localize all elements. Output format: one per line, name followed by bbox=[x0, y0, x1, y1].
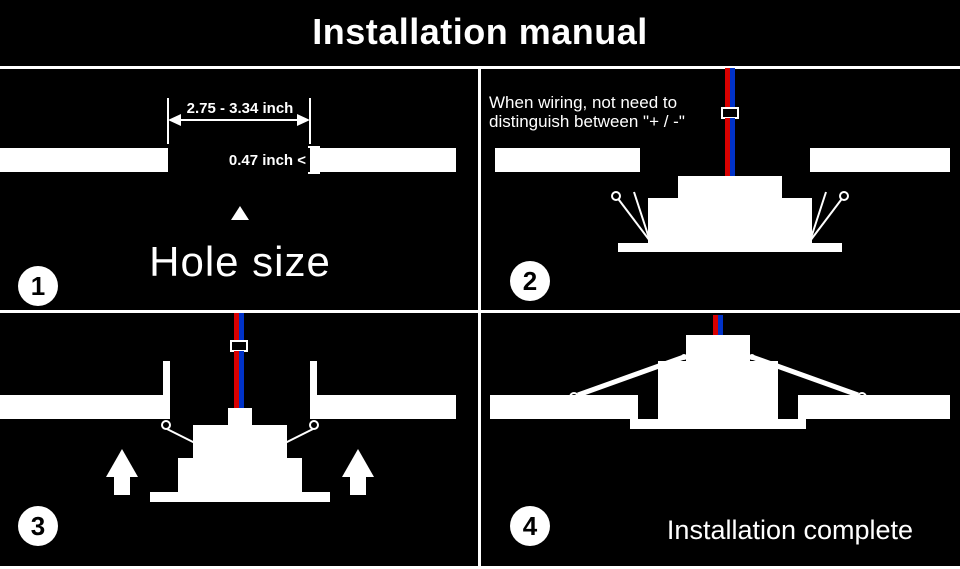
downlight-fixture bbox=[630, 335, 806, 429]
panel4-diagram bbox=[490, 315, 950, 429]
ceiling-left bbox=[490, 395, 638, 419]
ceiling-right bbox=[310, 395, 456, 419]
push-up-arrow-left bbox=[106, 449, 138, 495]
divider-bottom bbox=[0, 566, 960, 569]
ceiling-left bbox=[0, 148, 168, 172]
wire-blue bbox=[730, 68, 735, 108]
spring-clip-left bbox=[611, 191, 651, 242]
step-1-badge: 1 bbox=[18, 266, 58, 306]
wire-connector bbox=[721, 107, 739, 119]
ceiling-left bbox=[0, 395, 168, 419]
panel3-diagram bbox=[0, 313, 456, 502]
wire-connector bbox=[230, 340, 248, 352]
wiring-note: When wiring, not need to distinguish bet… bbox=[489, 93, 685, 131]
hole-width-label: 2.75 - 3.34 inch bbox=[186, 100, 294, 117]
step-2-badge: 2 bbox=[510, 261, 550, 301]
downlight-fixture bbox=[618, 176, 842, 252]
page-title: Installation manual bbox=[312, 11, 648, 52]
spring-clip-left bbox=[161, 361, 196, 444]
wire-red bbox=[234, 313, 239, 341]
step-3-badge: 3 bbox=[18, 506, 58, 546]
wire-red bbox=[713, 315, 718, 335]
wire-blue bbox=[239, 313, 244, 341]
ceiling-right bbox=[810, 148, 950, 172]
power-wires bbox=[721, 68, 739, 176]
wiring-note-line1: When wiring, not need to bbox=[489, 93, 678, 112]
hole-width-dimension-arrow bbox=[167, 98, 311, 144]
spring-clip-right bbox=[809, 191, 849, 242]
spring-clip-right bbox=[284, 361, 319, 444]
power-wires bbox=[713, 315, 723, 335]
panel1-diagram bbox=[0, 98, 456, 220]
power-wires bbox=[230, 313, 248, 408]
panel2-diagram bbox=[495, 68, 950, 252]
divider-vertical bbox=[478, 66, 481, 569]
step-4-badge: 4 bbox=[510, 506, 550, 546]
pointer-triangle-icon bbox=[231, 206, 249, 220]
ceiling-thickness-marker bbox=[308, 146, 320, 174]
downlight-fixture bbox=[150, 408, 330, 502]
ceiling-left bbox=[495, 148, 640, 172]
ceiling-right bbox=[310, 148, 456, 172]
push-up-arrow-right bbox=[342, 449, 374, 495]
wire-red bbox=[725, 68, 730, 108]
wiring-note-line2: distinguish between "+ / -" bbox=[489, 112, 685, 131]
ceiling-thickness-label: 0.47 inch < bbox=[228, 152, 306, 169]
hole-size-caption: Hole size bbox=[149, 238, 331, 285]
installation-complete-caption: Installation complete bbox=[666, 515, 914, 545]
wire-blue bbox=[718, 315, 723, 335]
ceiling-right bbox=[798, 395, 950, 419]
